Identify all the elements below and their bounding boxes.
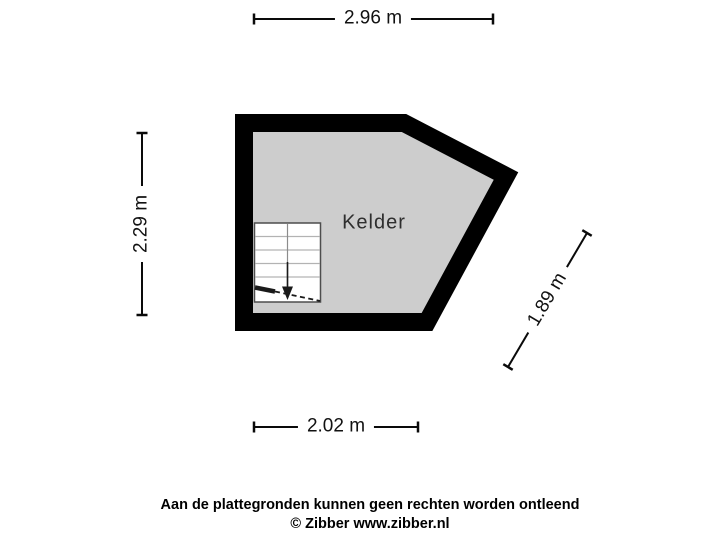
stair-cut-line-solid: [254, 285, 276, 294]
footer: Aan de plattegronden kunnen geen rechten…: [10, 496, 720, 534]
stair-cut-line-dashed: [274, 290, 321, 302]
staircase: [253, 222, 322, 303]
dimension-label-left: 2.29 m: [129, 185, 155, 263]
room-label: Kelder: [342, 211, 406, 234]
dimension-label-bottom: 2.02 m: [297, 414, 375, 440]
dimension-label-top: 2.96 m: [334, 6, 412, 32]
footer-disclaimer: Aan de plattegronden kunnen geen rechten…: [160, 497, 580, 513]
footer-copyright: © Zibber www.zibber.nl: [290, 516, 450, 532]
